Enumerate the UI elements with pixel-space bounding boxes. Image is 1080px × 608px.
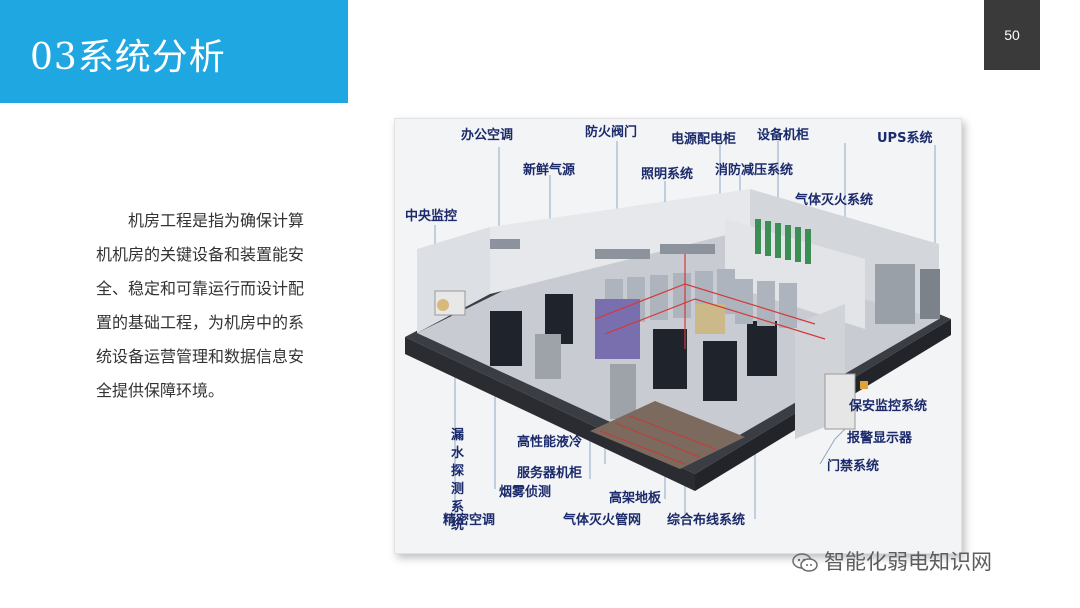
wechat-icon <box>792 553 818 573</box>
label-security-monitor: 保安监控系统 <box>849 395 927 414</box>
label-access-control: 门禁系统 <box>827 455 879 474</box>
label-cabling-system: 综合布线系统 <box>667 509 745 528</box>
label-office-ac: 办公空调 <box>461 124 513 143</box>
label-alarm-display: 报警显示器 <box>847 427 912 446</box>
label-fire-valve: 防火阀门 <box>585 121 637 140</box>
label-power-cabinet: 电源配电柜 <box>671 128 736 147</box>
page-number: 50 <box>984 0 1040 70</box>
label-fire-pressure-system: 消防减压系统 <box>715 159 793 178</box>
label-lighting-system: 照明系统 <box>641 163 693 182</box>
watermark-text: 智能化弱电知识网 <box>824 550 992 574</box>
label-smoke-detection: 烟雾侦测 <box>499 481 551 500</box>
label-gas-fire-system: 气体灭火系统 <box>795 189 873 208</box>
server-room-illustration <box>395 119 961 553</box>
label-central-monitor: 中央监控 <box>405 205 457 224</box>
label-equipment-cabinet: 设备机柜 <box>757 124 809 143</box>
label-fresh-air: 新鲜气源 <box>523 159 575 178</box>
label-server-cabinet: 服务器机柜 <box>517 462 582 481</box>
server-room-diagram: 办公空调 防火阀门 电源配电柜 设备机柜 UPS系统 新鲜气源 照明系统 消防减… <box>394 118 962 554</box>
body-paragraph: 机房工程是指为确保计算机机房的关键设备和装置能安全、稳定和可靠运行而设计配置的基… <box>96 204 306 408</box>
watermark: 智能化弱电知识网 <box>792 546 992 576</box>
label-raised-floor: 高架地板 <box>609 487 661 506</box>
label-ups-system: UPS系统 <box>877 127 932 146</box>
page-title: 03系统分析 <box>30 28 226 80</box>
title-bar: 03系统分析 <box>0 0 348 103</box>
label-hp-liquid-cooling: 高性能液冷 <box>517 431 582 450</box>
label-gas-fire-pipe: 气体灭火管网 <box>563 509 641 528</box>
label-precision-ac: 精密空调 <box>443 509 495 528</box>
